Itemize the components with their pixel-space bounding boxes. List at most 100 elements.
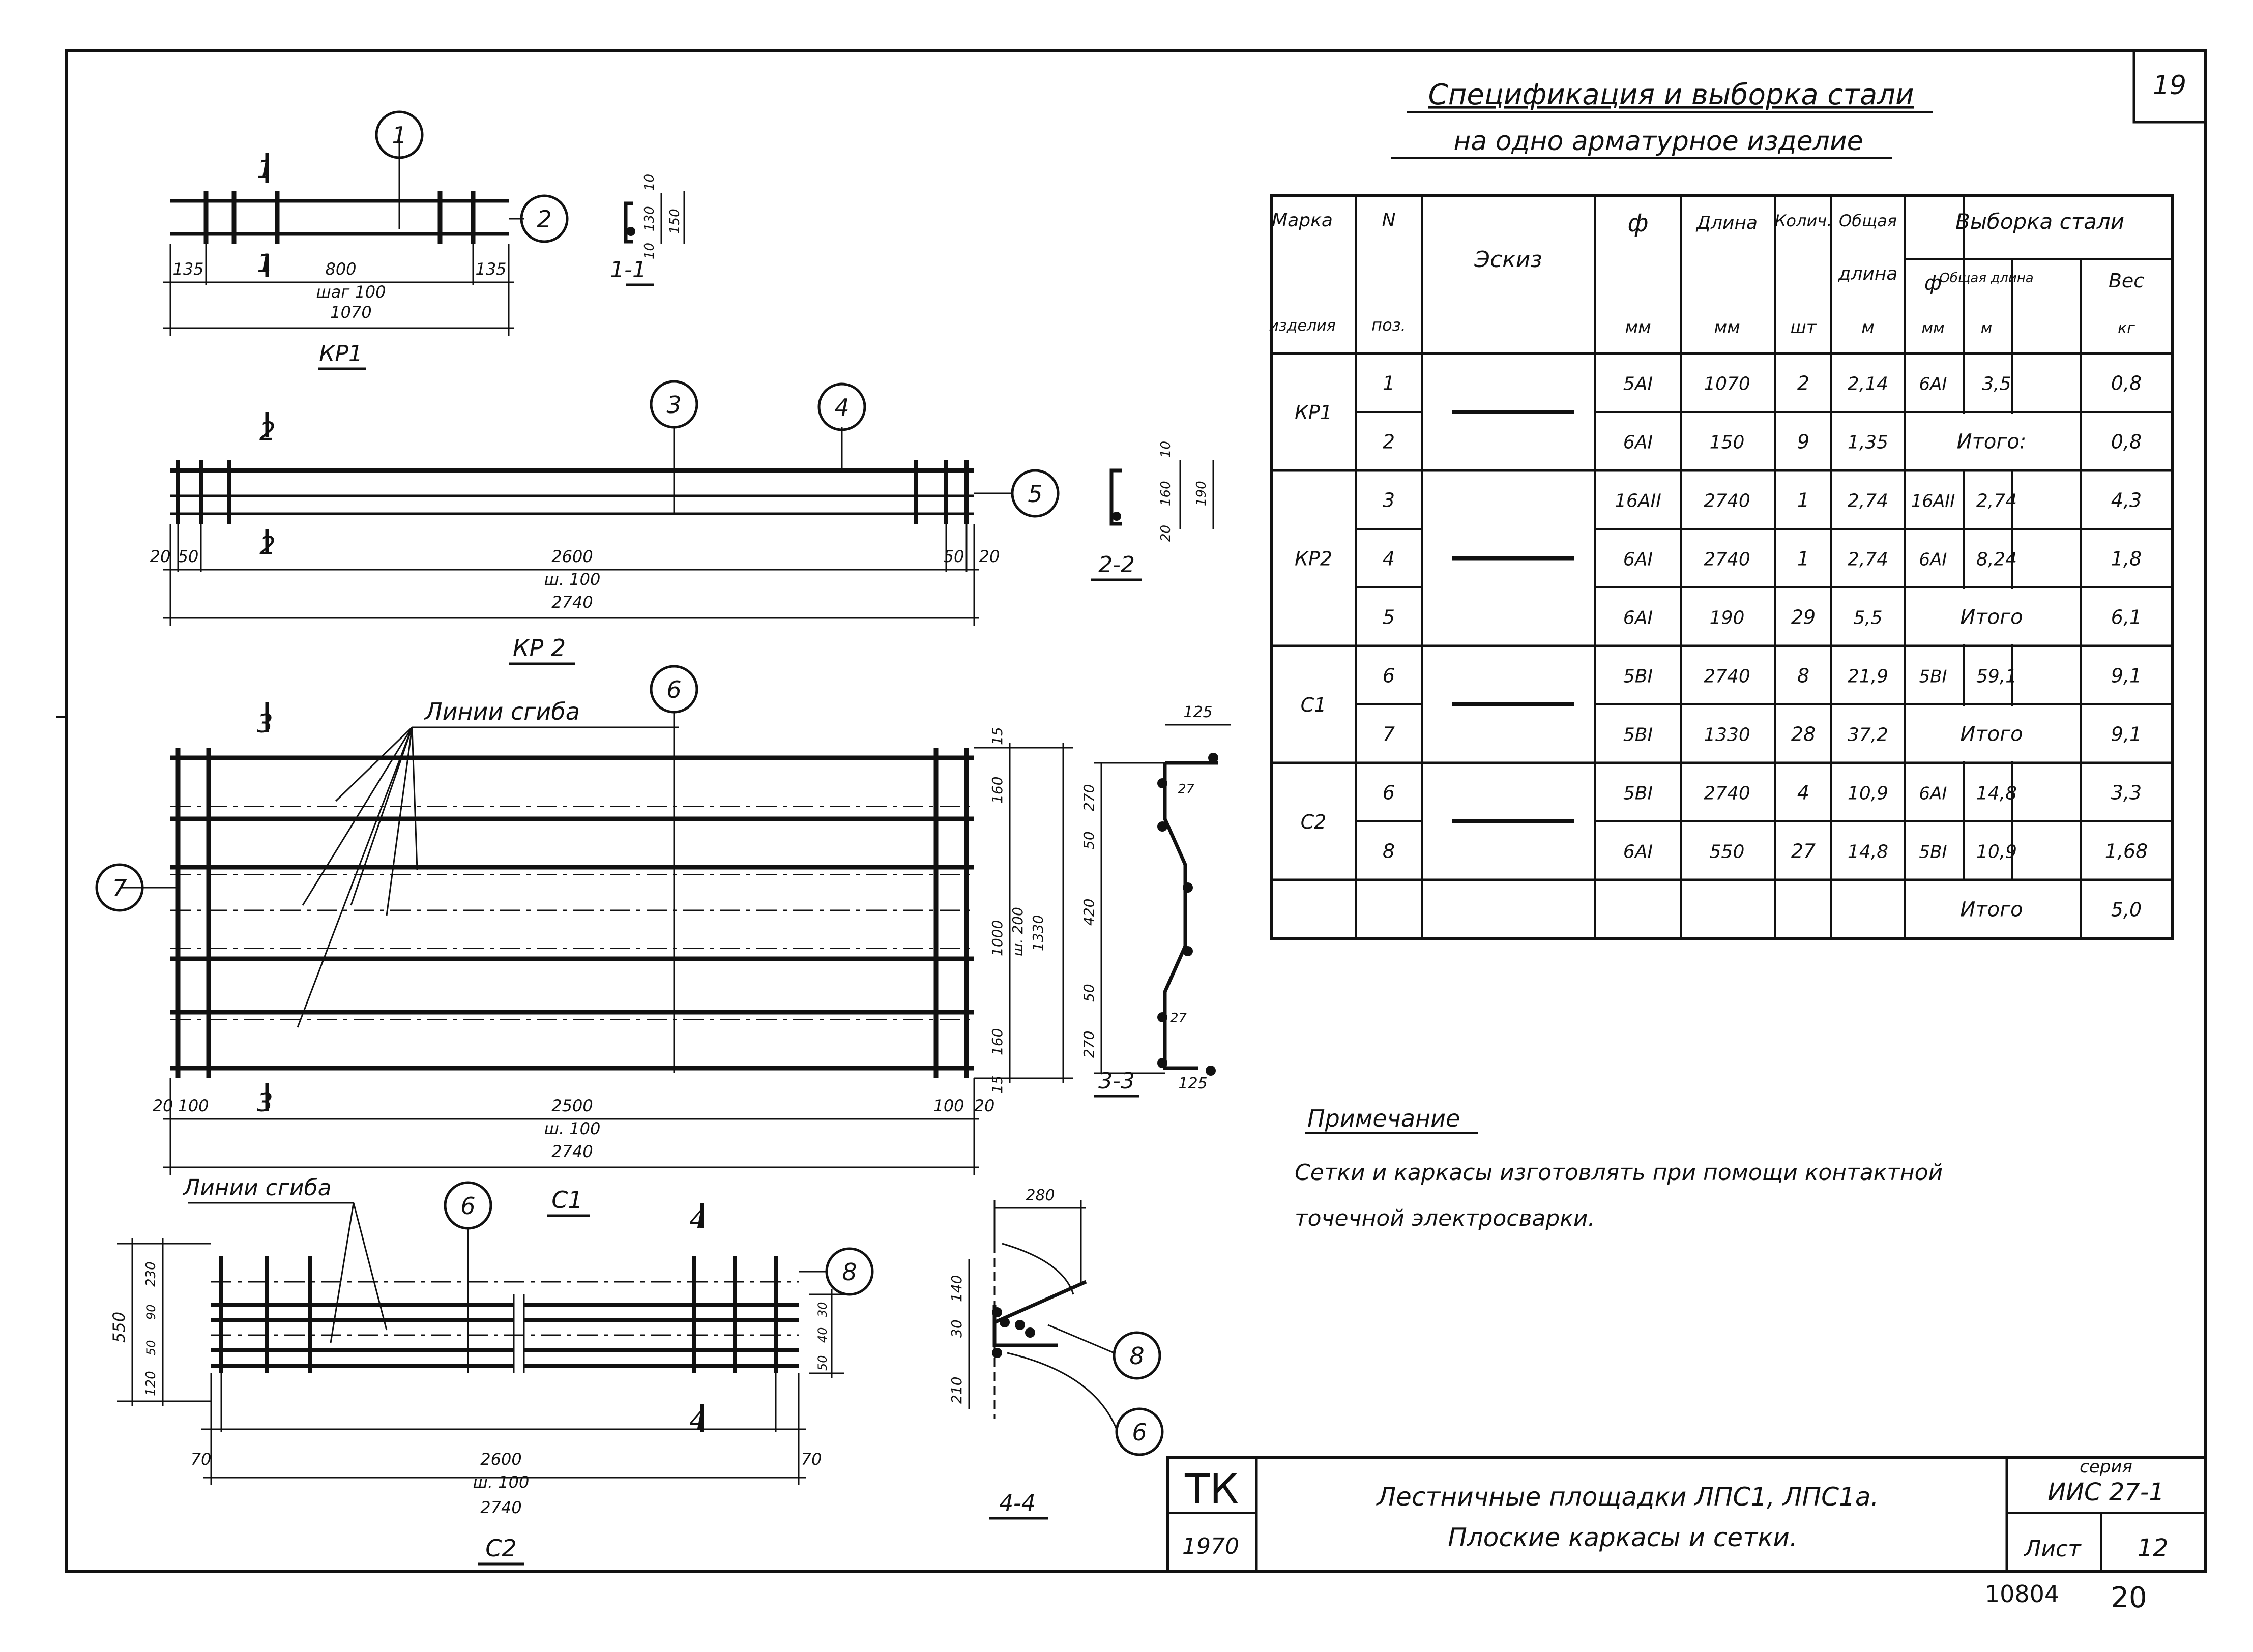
kr2-sec-dim-4: 190: [1194, 481, 1209, 506]
c1-section-label: 3-3: [1098, 1068, 1135, 1094]
c1-callout-7: 7: [112, 874, 127, 902]
title-line-1: Лестничные площадки ЛПС1, ЛПС1а.: [1376, 1482, 1879, 1512]
row-poz: 5: [1383, 606, 1395, 629]
c2-name: С2: [485, 1535, 516, 1562]
kr2-dim-c: 50: [944, 547, 964, 566]
c2-sec-callout-8: 8: [1129, 1342, 1144, 1370]
hdr-phi-mm: мм: [1625, 317, 1651, 338]
row-v-phi: 16АII: [1911, 491, 1955, 512]
row-length: 550: [1710, 842, 1745, 863]
c2-dim-step: ш. 100: [473, 1472, 530, 1492]
c2-cut-mark-bottom: 4: [689, 1406, 706, 1435]
row-phi: 6АI: [1623, 432, 1653, 453]
c1-dim-a: 20: [153, 1096, 173, 1115]
hdr-ves: Вес: [2109, 270, 2144, 292]
kr2-dim-span: 2600: [551, 547, 593, 566]
c2-left-dim-1: 230: [143, 1261, 159, 1287]
row-length: 1070: [1704, 374, 1750, 395]
c2-dim-a: 70: [191, 1450, 212, 1469]
row-poz: 3: [1383, 489, 1395, 512]
c2-dim-b: 70: [801, 1450, 822, 1469]
kr1-dim-end-right: 135: [475, 259, 506, 279]
c1-sec-dim-bottom: 125: [1178, 1075, 1207, 1093]
c2-drawing: [117, 1181, 1164, 1520]
kr2-dim-d: 20: [979, 547, 1000, 566]
row-qty: 9: [1797, 431, 1809, 453]
itogo-cell-bg: [1907, 414, 2080, 469]
sheet-number: 12: [2137, 1534, 2168, 1562]
row-length: 2740: [1704, 491, 1750, 512]
archive-stamp: 10804: [1985, 1580, 2059, 1608]
row-weight: 0,8: [2111, 431, 2142, 453]
row-v-phi: 6АI: [1919, 550, 1947, 570]
row-weight: 0,8: [2111, 372, 2142, 395]
row-qty: 28: [1791, 723, 1816, 746]
kr1-callout-1: 1: [392, 122, 406, 149]
row-qty: 27: [1791, 840, 1816, 863]
row-marka: С1: [1301, 694, 1327, 716]
c1-sec-dim-2: 270: [1080, 784, 1097, 811]
kr1-callout-2: 2: [537, 205, 551, 233]
row-phi: 5ВI: [1623, 783, 1653, 804]
row-v-phi: 5ВI: [1919, 667, 1947, 687]
hdr-v-mm: мм: [1921, 319, 1944, 337]
row-total-length: 2,74: [1848, 491, 1888, 512]
row-itogo: Итого: [1960, 606, 2023, 629]
hdr-eskiz: Эскиз: [1474, 247, 1542, 273]
kr1-dim-step: шаг 100: [316, 282, 386, 302]
row-length: 1330: [1704, 725, 1750, 746]
c1-right-dim-7: 15: [989, 1075, 1006, 1094]
row-marka: КР2: [1295, 548, 1332, 570]
c1-dim-c: 100: [933, 1096, 964, 1115]
c2-left-dim-total: 550: [109, 1312, 129, 1343]
kr1-sec-dim-4: 150: [667, 209, 683, 234]
kr1-sec-dim-1: 10: [642, 174, 657, 191]
spec-title-2: на одно арматурное изделие: [1453, 126, 1863, 157]
kr1-cut-mark-top: 1: [257, 155, 273, 184]
page-number: 19: [2153, 70, 2186, 101]
itogo-cell-bg: [1907, 706, 2080, 761]
row-length: 190: [1710, 608, 1745, 629]
outer-frame: [65, 49, 2207, 1573]
row-v-length: 14,8: [1976, 783, 2017, 804]
kr2-callout-3: 3: [666, 391, 681, 419]
c2-callout-8: 8: [842, 1258, 857, 1286]
c1-dim-total: 2740: [551, 1142, 593, 1161]
sheet-label: Лист: [2023, 1536, 2082, 1562]
row-weight: 9,1: [2111, 665, 2142, 687]
archive-page: 20: [2111, 1581, 2147, 1614]
row-length: 150: [1710, 432, 1745, 453]
kr1-section-label: 1-1: [610, 257, 647, 283]
kr2-section-label: 2-2: [1098, 552, 1135, 578]
c2-section-label: 4-4: [999, 1490, 1036, 1516]
row-qty: 1: [1797, 548, 1809, 570]
c1-callout-6: 6: [666, 676, 681, 703]
kr2-drawing: [163, 380, 1214, 626]
c1-sec-dim-top: 125: [1183, 703, 1212, 721]
c2-sec-callout-6: 6: [1132, 1419, 1147, 1446]
row-length: 2740: [1704, 549, 1750, 570]
hdr-obshaya-dlina: длина: [1838, 263, 1898, 284]
hdr-v-m: м: [1981, 319, 1993, 337]
kr1-sec-dim-2: 130: [642, 206, 657, 231]
kr2-sec-dim-2: 160: [1158, 481, 1174, 506]
c1-dim-step: ш. 100: [544, 1119, 601, 1138]
c1-right-dim-4: ш. 200: [1009, 907, 1026, 956]
row-weight: 5,0: [2111, 899, 2142, 921]
kr2-sec-dim-3: 20: [1158, 525, 1174, 542]
row-phi: 6АI: [1623, 608, 1653, 629]
kr2-callout-5: 5: [1028, 480, 1042, 508]
note-title: Примечание: [1307, 1105, 1460, 1132]
c1-sec-dim-3: 27: [1178, 782, 1195, 797]
row-total-length: 5,5: [1853, 608, 1882, 629]
row-qty: 2: [1797, 372, 1809, 395]
c2-left-dim-4: 120: [143, 1371, 159, 1396]
row-v-length: 8,24: [1976, 549, 2017, 570]
row-v-phi: 6АI: [1919, 784, 1947, 804]
row-poz: 4: [1383, 548, 1395, 570]
c1-sec-dim-5: 420: [1080, 899, 1097, 926]
c2-bend-label: Линии сгиба: [182, 1175, 332, 1201]
c1-right-dim-6: 160: [989, 1028, 1006, 1055]
row-phi: 6АI: [1623, 549, 1653, 570]
